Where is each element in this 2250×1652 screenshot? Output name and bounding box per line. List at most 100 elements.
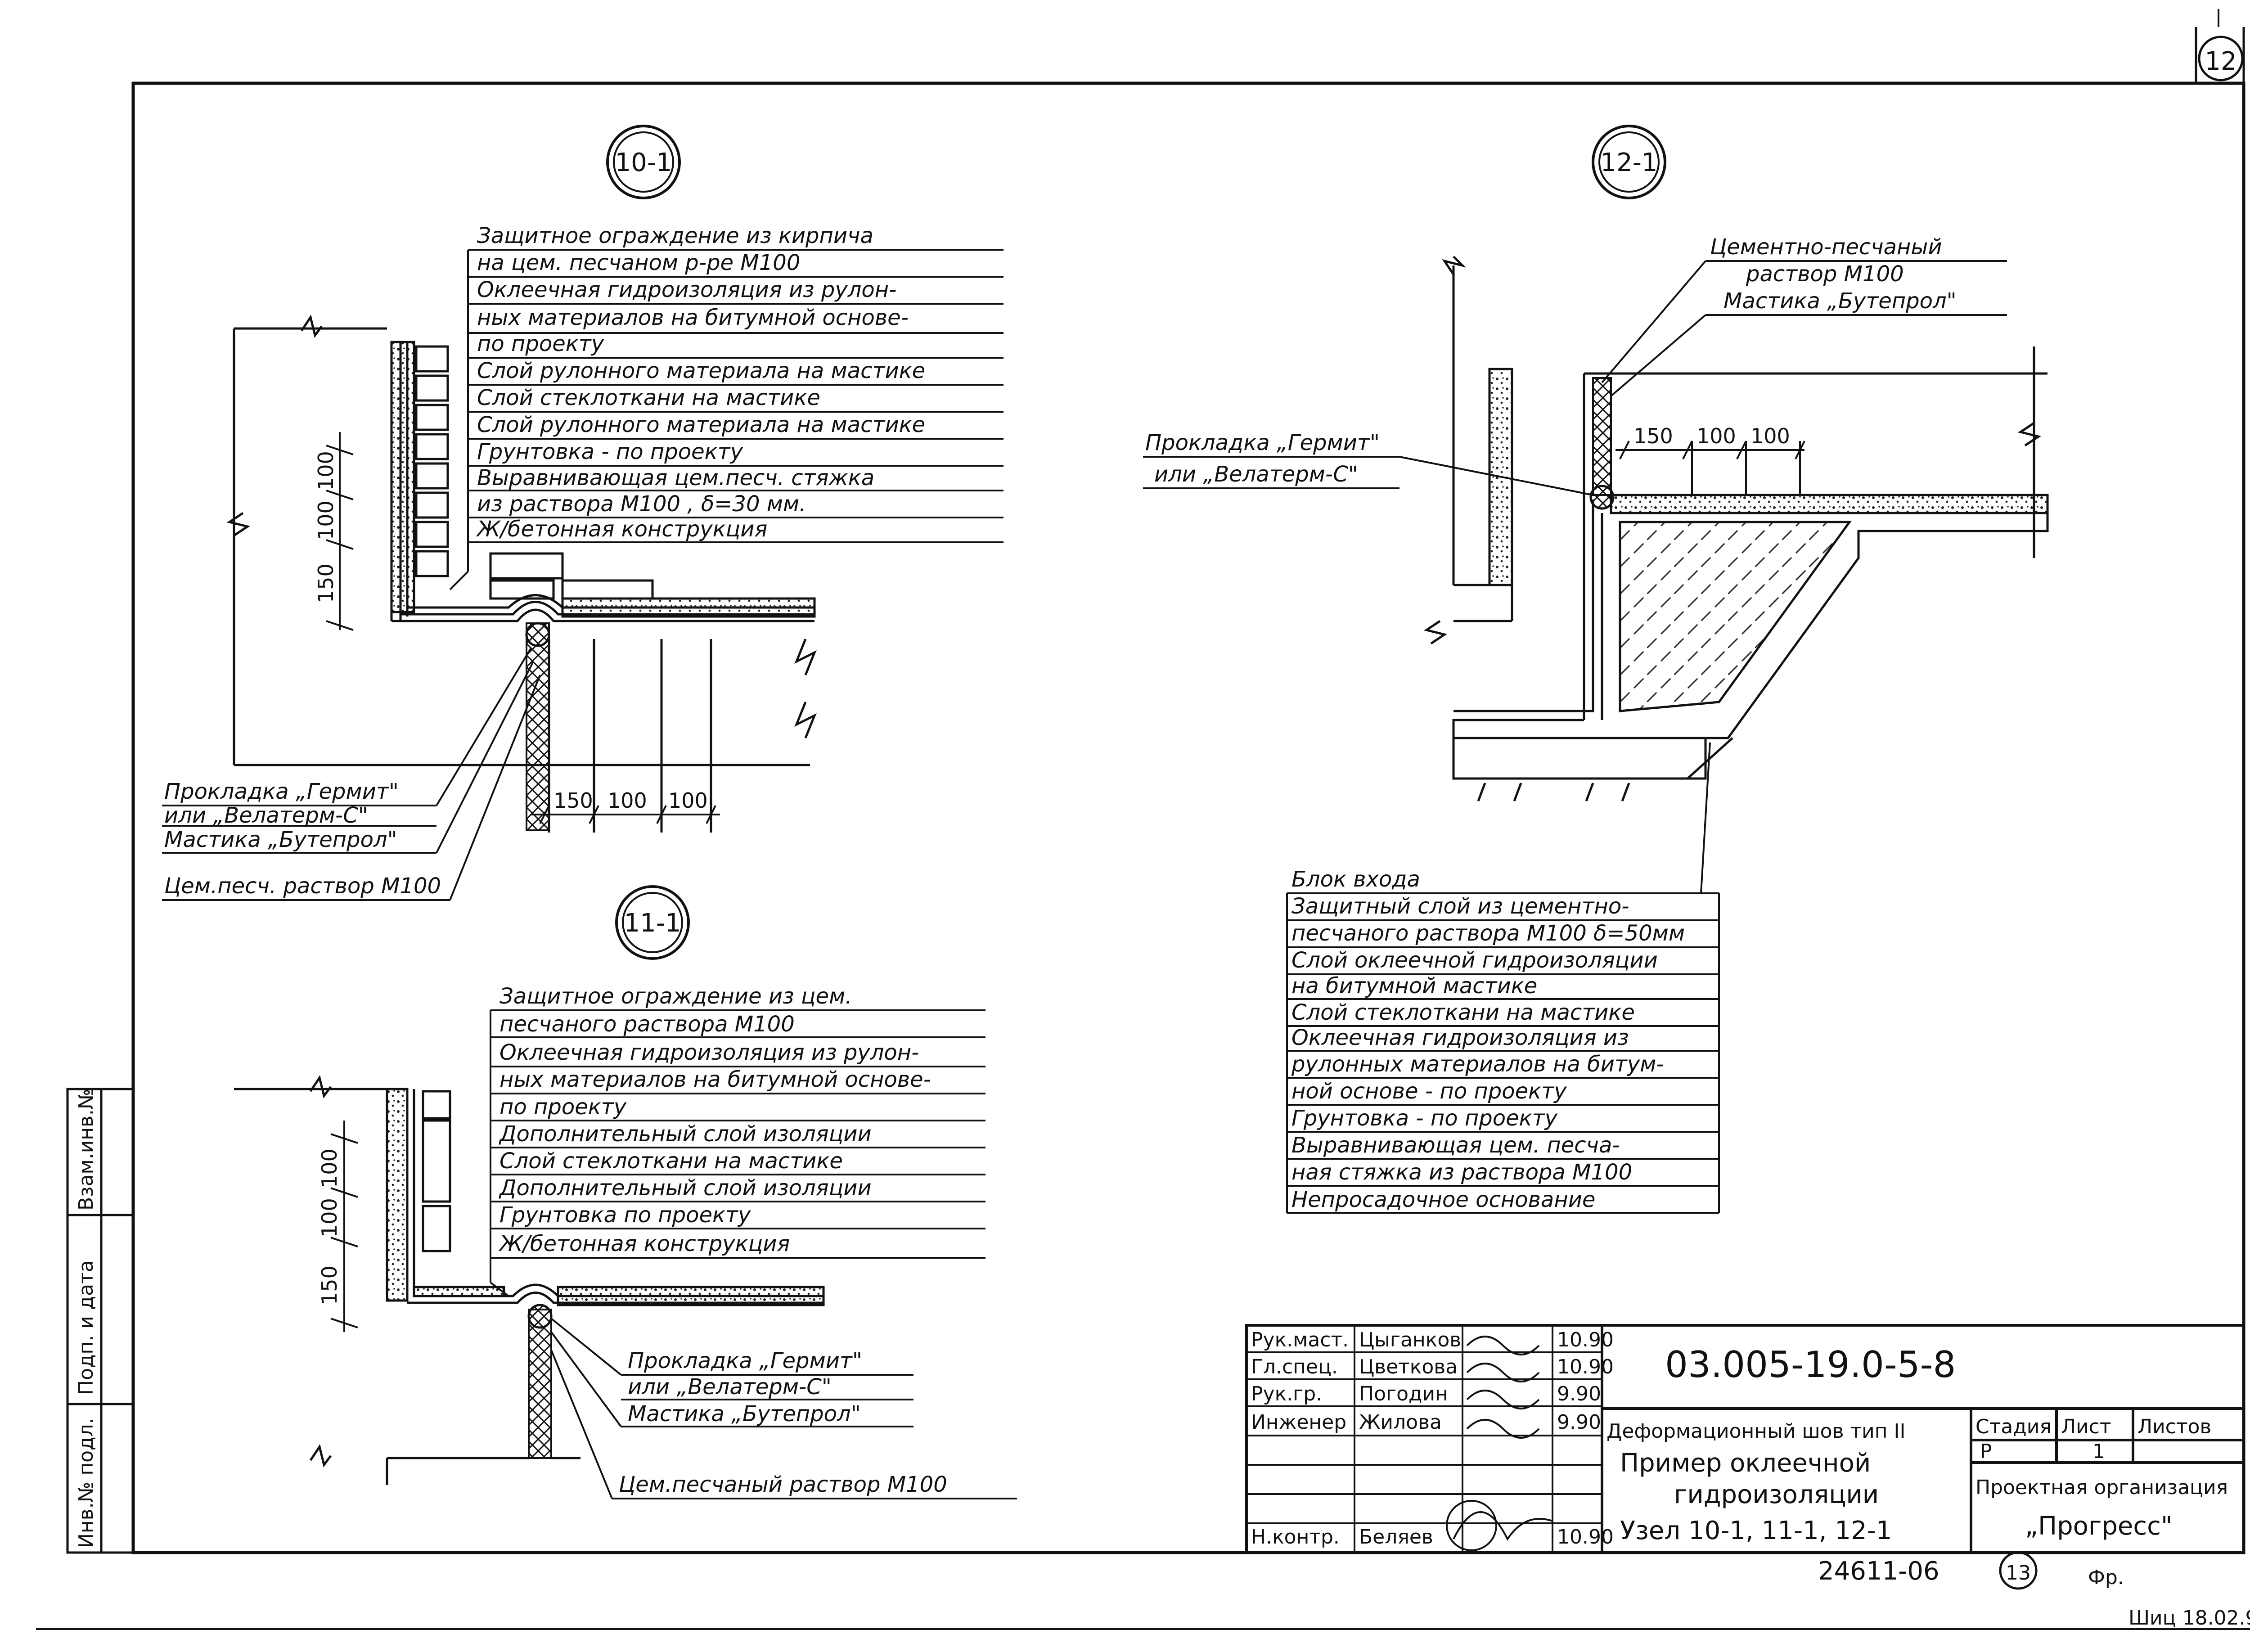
node-10-1-layer-12: Ж/бетонная конструкция xyxy=(476,517,767,542)
bottom-code: 24611-06 xyxy=(1818,1557,1940,1586)
node-11-1-layer-8: Дополнительный слой изоляции xyxy=(499,1175,872,1201)
node-12-1-layer-2: Защитный слой из цементно- xyxy=(1292,894,1629,919)
tb-role-2: Гл.спец. xyxy=(1251,1355,1338,1378)
node-10-1-layer-1: Защитное ограждение из кирпича xyxy=(477,223,873,248)
bottom-circle: 13 xyxy=(1999,1551,2038,1590)
node-10-1-callout-4: Цем.песч. раствор М100 xyxy=(164,873,441,899)
node-11-1-dim-v-1: 100 xyxy=(317,1148,342,1188)
node-11-1-legend-lines xyxy=(490,1009,986,1297)
node-12-1-dims-h xyxy=(1616,441,1805,495)
node-11-1-layer-4: ных материалов на битумной основе- xyxy=(500,1067,931,1092)
tb-title-1: Деформационный шов тип II xyxy=(1606,1420,1905,1443)
node-12-1-layer-8: рулонных материалов на битум- xyxy=(1291,1052,1664,1077)
side-stamp-replace: Взам.инв.№ xyxy=(75,1089,98,1211)
node-11-1-callout-2: или „Велатерм-С" xyxy=(628,1374,832,1400)
tb-name-7: Беляев xyxy=(1359,1526,1433,1548)
node-12-1: 12-1 xyxy=(1143,125,2049,1214)
node-10-1-wall xyxy=(226,314,817,833)
tb-name-2: Цветкова xyxy=(1359,1355,1458,1378)
node-10-1-dim-h-2: 100 xyxy=(608,788,647,813)
node-12-1-layer-12: ная стяжка из раствора М100 xyxy=(1292,1160,1632,1185)
node-10-1-callout-lines xyxy=(162,647,541,901)
title-block xyxy=(1245,1324,2245,1554)
node-10-1-label: 10-1 xyxy=(606,125,681,199)
tb-title-3: гидроизоляции xyxy=(1674,1480,1879,1509)
tb-org-name: „Прогресс" xyxy=(2025,1512,2173,1541)
node-10-1-legend-lines xyxy=(449,249,1004,590)
node-12-1-layer-7: Оклеечная гидроизоляция из xyxy=(1292,1025,1629,1050)
node-12-1-layer-6: Слой стеклоткани на мастике xyxy=(1292,1000,1635,1025)
node-12-1-structure xyxy=(1423,256,2049,801)
node-12-1-layer-5: на битумной мастике xyxy=(1292,973,1537,999)
tb-org-label: Проектная организация xyxy=(1976,1476,2228,1499)
tb-date-3: 9.90 xyxy=(1557,1382,1601,1405)
node-10-1-layer-6: Слой рулонного материала на мастике xyxy=(477,358,925,383)
tb-stage: Р xyxy=(1980,1440,1992,1463)
tb-title-4: Узел 10-1, 11-1, 12-1 xyxy=(1620,1516,1892,1545)
svg-text:10-1: 10-1 xyxy=(615,148,672,177)
tb-date-7: 10.90 xyxy=(1557,1526,1614,1548)
tb-sheet-header: Лист xyxy=(2061,1415,2111,1438)
node-10-1-dim-h-1: 150 xyxy=(554,788,593,813)
bottom-note: Шиц 18.02.91 xyxy=(2128,1607,2250,1629)
node-12-1-callout-top-2: раствор М100 xyxy=(1746,261,1904,287)
node-11-1-layer-2: песчаного раствора М100 xyxy=(500,1012,795,1037)
node-12-1-legend-lines xyxy=(1286,742,1720,1214)
node-12-1-dim-h-2: 100 xyxy=(1696,424,1736,448)
node-11-1-label: 11-1 xyxy=(615,885,690,960)
tb-name-4: Жилова xyxy=(1359,1411,1442,1434)
tb-name-3: Погодин xyxy=(1359,1382,1448,1405)
side-stamp-inv: Инв.№ подл. xyxy=(75,1418,98,1548)
node-11-1-callout-3: Мастика „Бутепрол" xyxy=(628,1401,861,1427)
side-stamp-sign: Подп. и дата xyxy=(75,1260,98,1395)
tb-sheets-header: Листов xyxy=(2138,1415,2211,1438)
node-11-1-layer-1: Защитное ограждение из цем. xyxy=(500,984,852,1009)
node-12-1-callout-left-2: или „Велатерм-С" xyxy=(1154,462,1358,487)
tb-role-7: Н.контр. xyxy=(1251,1526,1340,1548)
node-12-1-layer-13: Непросадочное основание xyxy=(1292,1187,1595,1212)
node-10-1: 10-1 xyxy=(162,125,1004,901)
node-10-1-layer-9: Грунтовка - по проекту xyxy=(477,439,743,464)
svg-text:11-1: 11-1 xyxy=(624,909,681,938)
node-11-1-dim-v-2: 100 xyxy=(317,1198,342,1238)
node-11-1: 11-1 100 xyxy=(234,885,1017,1499)
tb-date-4: 9.90 xyxy=(1557,1411,1601,1434)
node-10-1-layer-3: Оклеечная гидроизоляция из рулон- xyxy=(477,277,896,302)
tb-date-2: 10.90 xyxy=(1557,1355,1614,1378)
node-11-1-layer-5: по проекту xyxy=(500,1094,627,1120)
node-11-1-layer-9: Грунтовка по проекту xyxy=(500,1202,751,1228)
node-12-1-layer-3: песчаного раствора М100 δ=50мм xyxy=(1292,921,1685,946)
node-12-1-layer-4: Слой оклеечной гидроизоляции xyxy=(1292,948,1658,973)
node-11-1-callout-1: Прокладка „Гермит" xyxy=(628,1348,862,1373)
node-11-1-layer-7: Слой стеклоткани на мастике xyxy=(500,1148,843,1174)
tb-role-3: Рук.гр. xyxy=(1251,1382,1322,1405)
tb-signature-marks xyxy=(1453,1336,1553,1541)
node-12-1-callout-top-1: Цементно-песчаный xyxy=(1710,234,1942,260)
node-12-1-layer-11: Выравнивающая цем. песча- xyxy=(1292,1133,1620,1158)
node-12-1-dim-h-3: 100 xyxy=(1750,424,1790,448)
node-12-1-callout-left-lines xyxy=(1143,456,1593,496)
node-11-1-callout-4: Цем.песчаный раствор М100 xyxy=(619,1472,947,1497)
node-10-1-dim-v-3: 150 xyxy=(314,563,338,603)
node-10-1-dims-v xyxy=(326,432,354,631)
node-11-1-dim-v-3: 150 xyxy=(317,1265,342,1305)
tb-name-1: Цыганков xyxy=(1359,1328,1461,1351)
tb-date-1: 10.90 xyxy=(1557,1328,1614,1351)
node-11-1-callout-lines xyxy=(550,1318,1017,1499)
node-10-1-dim-h-3: 100 xyxy=(668,788,708,813)
node-12-1-callout-top-lines xyxy=(1601,260,2007,397)
tb-role-1: Рук.маст. xyxy=(1251,1328,1349,1351)
side-stamp xyxy=(66,1088,135,1554)
node-11-1-wall xyxy=(234,1075,825,1485)
node-10-1-dims-h xyxy=(531,805,720,824)
node-10-1-layer-10: Выравнивающая цем.песч. стяжка xyxy=(477,465,874,491)
tb-role-4: Инженер xyxy=(1251,1411,1346,1434)
node-10-1-layer-5: по проекту xyxy=(477,331,604,356)
node-10-1-dim-v-1: 100 xyxy=(314,451,338,491)
node-10-1-layer-4: ных материалов на битумной основе- xyxy=(477,305,909,330)
svg-text:13: 13 xyxy=(2006,1562,2031,1584)
node-11-1-layer-10: Ж/бетонная конструкция xyxy=(498,1231,790,1256)
node-11-1-layer-3: Оклеечная гидроизоляция из рулон- xyxy=(500,1040,919,1065)
node-12-1-layer-1: Блок входа xyxy=(1292,867,1420,892)
